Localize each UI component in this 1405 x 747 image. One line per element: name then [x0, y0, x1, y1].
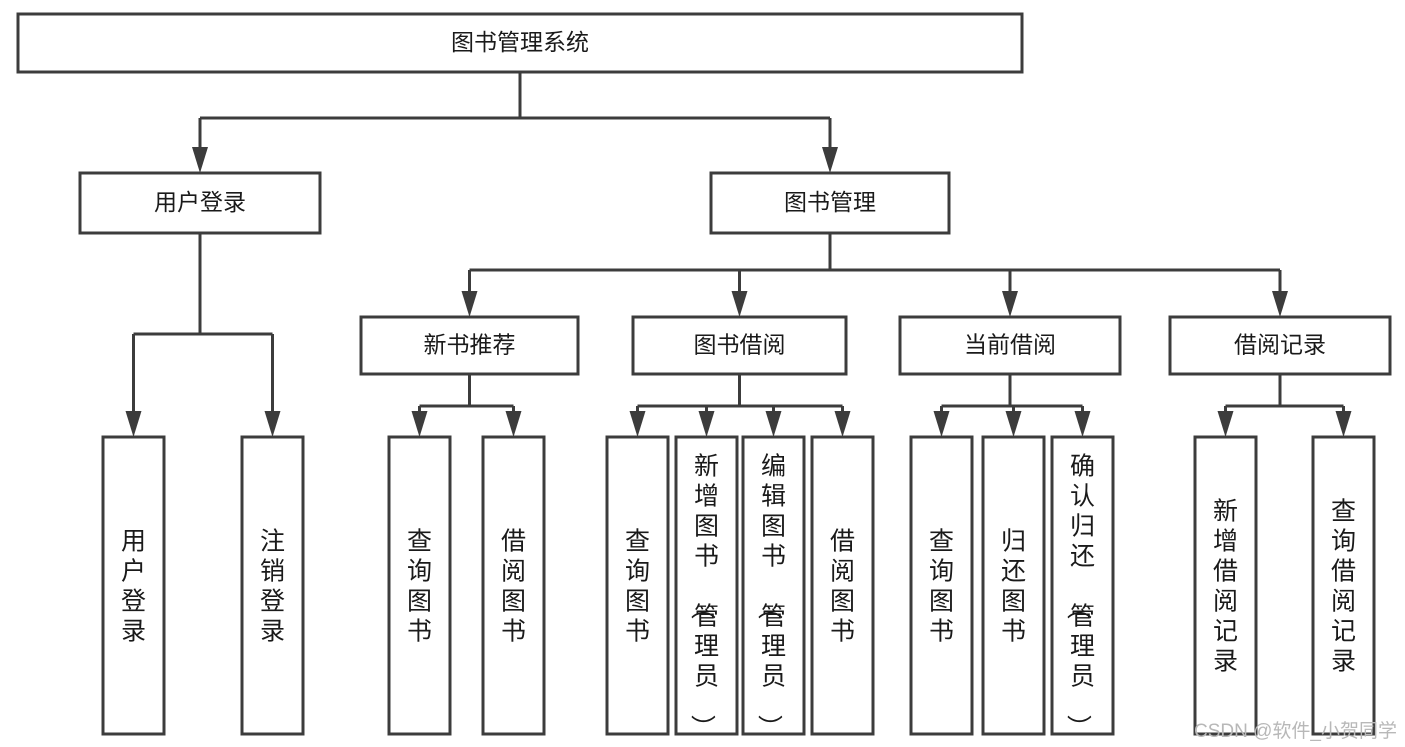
node-box-leaf-user-login[interactable]: [101, 435, 166, 736]
node-box-leaf-edit-book[interactable]: [741, 435, 806, 736]
node-box-user-login[interactable]: [78, 171, 322, 235]
node-label-leaf-edit-book: 编辑图书（管理员）: [755, 453, 786, 740]
arrow-head-icon: [822, 147, 838, 173]
node-label-new-book-rec: 新书推荐: [424, 332, 516, 358]
node-label-borrow-record: 借阅记录: [1234, 332, 1326, 358]
node-box-leaf-query-book-rec[interactable]: [387, 435, 452, 736]
connector-group-book-borrow: [629, 374, 851, 437]
node-box-book-borrow[interactable]: [631, 315, 848, 376]
node-leaf-edit-book[interactable]: 编辑图书（管理员）: [741, 435, 806, 740]
arrow-head-icon: [1002, 291, 1018, 317]
connector-group-book-manage: [461, 233, 1288, 317]
node-leaf-query-book-rec[interactable]: 查询图书: [387, 435, 452, 736]
arrow-head-icon: [411, 411, 428, 437]
arrow-head-icon: [192, 147, 208, 173]
connector-group-new-book-rec: [411, 374, 522, 437]
node-label-leaf-query-record: 查询借阅记录: [1331, 498, 1356, 676]
arrow-head-icon: [1335, 411, 1352, 437]
node-box-leaf-add-book[interactable]: [674, 435, 739, 736]
node-label-leaf-logout: 注销登录: [260, 528, 285, 646]
node-leaf-query-record[interactable]: 查询借阅记录: [1311, 435, 1376, 736]
connector-group-borrow-record: [1217, 374, 1352, 437]
node-label-user-login: 用户登录: [154, 189, 246, 215]
node-current-borrow[interactable]: 当前借阅: [898, 315, 1122, 376]
node-label-current-borrow: 当前借阅: [964, 332, 1056, 358]
node-box-borrow-record[interactable]: [1168, 315, 1392, 376]
node-box-leaf-borrow-book[interactable]: [810, 435, 875, 736]
arrow-head-icon: [1272, 291, 1288, 317]
node-leaf-borrow-book[interactable]: 借阅图书: [810, 435, 875, 736]
connectors-layer: [125, 72, 1352, 437]
node-label-leaf-borrow-book-rec: 借阅图书: [501, 528, 526, 646]
node-box-leaf-borrow-book-rec[interactable]: [481, 435, 546, 736]
node-box-root[interactable]: [16, 12, 1024, 74]
node-box-current-borrow[interactable]: [898, 315, 1122, 376]
node-label-leaf-query-book-rec: 查询图书: [407, 528, 432, 646]
node-borrow-record[interactable]: 借阅记录: [1168, 315, 1392, 376]
connector-group-current-borrow: [933, 374, 1091, 437]
node-box-leaf-query-record[interactable]: [1311, 435, 1376, 736]
node-label-book-manage: 图书管理: [784, 189, 876, 215]
node-leaf-return-book[interactable]: 归还图书: [981, 435, 1046, 736]
node-label-leaf-return-book: 归还图书: [1001, 528, 1026, 646]
node-user-login[interactable]: 用户登录: [78, 171, 322, 235]
node-box-new-book-rec[interactable]: [359, 315, 580, 376]
node-label-leaf-query-book: 查询图书: [625, 528, 650, 646]
node-label-leaf-borrow-book: 借阅图书: [830, 528, 855, 646]
arrow-head-icon: [765, 411, 782, 437]
arrow-head-icon: [1074, 411, 1091, 437]
node-book-manage[interactable]: 图书管理: [709, 171, 951, 235]
arrow-head-icon: [125, 411, 142, 437]
node-label-root: 图书管理系统: [451, 29, 589, 55]
arrow-head-icon: [933, 411, 950, 437]
node-new-book-rec[interactable]: 新书推荐: [359, 315, 580, 376]
node-leaf-logout[interactable]: 注销登录: [240, 435, 305, 736]
arrow-head-icon: [461, 291, 478, 317]
node-label-leaf-add-book: 新增图书（管理员）: [688, 453, 719, 740]
node-leaf-query-book[interactable]: 查询图书: [605, 435, 670, 736]
node-box-book-manage[interactable]: [709, 171, 951, 235]
node-root[interactable]: 图书管理系统: [16, 12, 1024, 74]
arrow-head-icon: [505, 411, 522, 437]
arrow-head-icon: [698, 411, 715, 437]
node-leaf-query-book-cur[interactable]: 查询图书: [909, 435, 974, 736]
node-box-leaf-logout[interactable]: [240, 435, 305, 736]
arrow-head-icon: [731, 291, 748, 317]
watermark: CSDN @软件_小贺同学: [1194, 721, 1397, 742]
node-box-leaf-query-book[interactable]: [605, 435, 670, 736]
node-box-leaf-query-book-cur[interactable]: [909, 435, 974, 736]
arrow-head-icon: [1005, 411, 1022, 437]
arrow-head-icon: [629, 411, 646, 437]
node-box-leaf-return-book[interactable]: [981, 435, 1046, 736]
node-leaf-add-record[interactable]: 新增借阅记录: [1193, 435, 1258, 736]
node-label-leaf-add-record: 新增借阅记录: [1213, 498, 1238, 676]
node-box-leaf-add-record[interactable]: [1193, 435, 1258, 736]
nodes-layer: 图书管理系统用户登录图书管理新书推荐图书借阅当前借阅借阅记录用户登录注销登录查询…: [16, 12, 1392, 740]
arrow-head-icon: [1217, 411, 1234, 437]
connector-group-user-login: [125, 233, 281, 437]
node-leaf-add-book[interactable]: 新增图书（管理员）: [674, 435, 739, 740]
node-label-leaf-query-book-cur: 查询图书: [929, 528, 954, 646]
node-leaf-borrow-book-rec[interactable]: 借阅图书: [481, 435, 546, 736]
node-book-borrow[interactable]: 图书借阅: [631, 315, 848, 376]
node-box-leaf-confirm-return[interactable]: [1050, 435, 1115, 736]
arrow-head-icon: [834, 411, 851, 437]
node-leaf-user-login[interactable]: 用户登录: [101, 435, 166, 736]
node-leaf-confirm-return[interactable]: 确认归还（管理员）: [1050, 435, 1115, 740]
node-label-book-borrow: 图书借阅: [694, 332, 786, 358]
arrow-head-icon: [264, 411, 281, 437]
node-label-leaf-user-login: 用户登录: [121, 528, 146, 646]
connector-group-root: [192, 72, 838, 173]
node-label-leaf-confirm-return: 确认归还（管理员）: [1064, 453, 1095, 740]
